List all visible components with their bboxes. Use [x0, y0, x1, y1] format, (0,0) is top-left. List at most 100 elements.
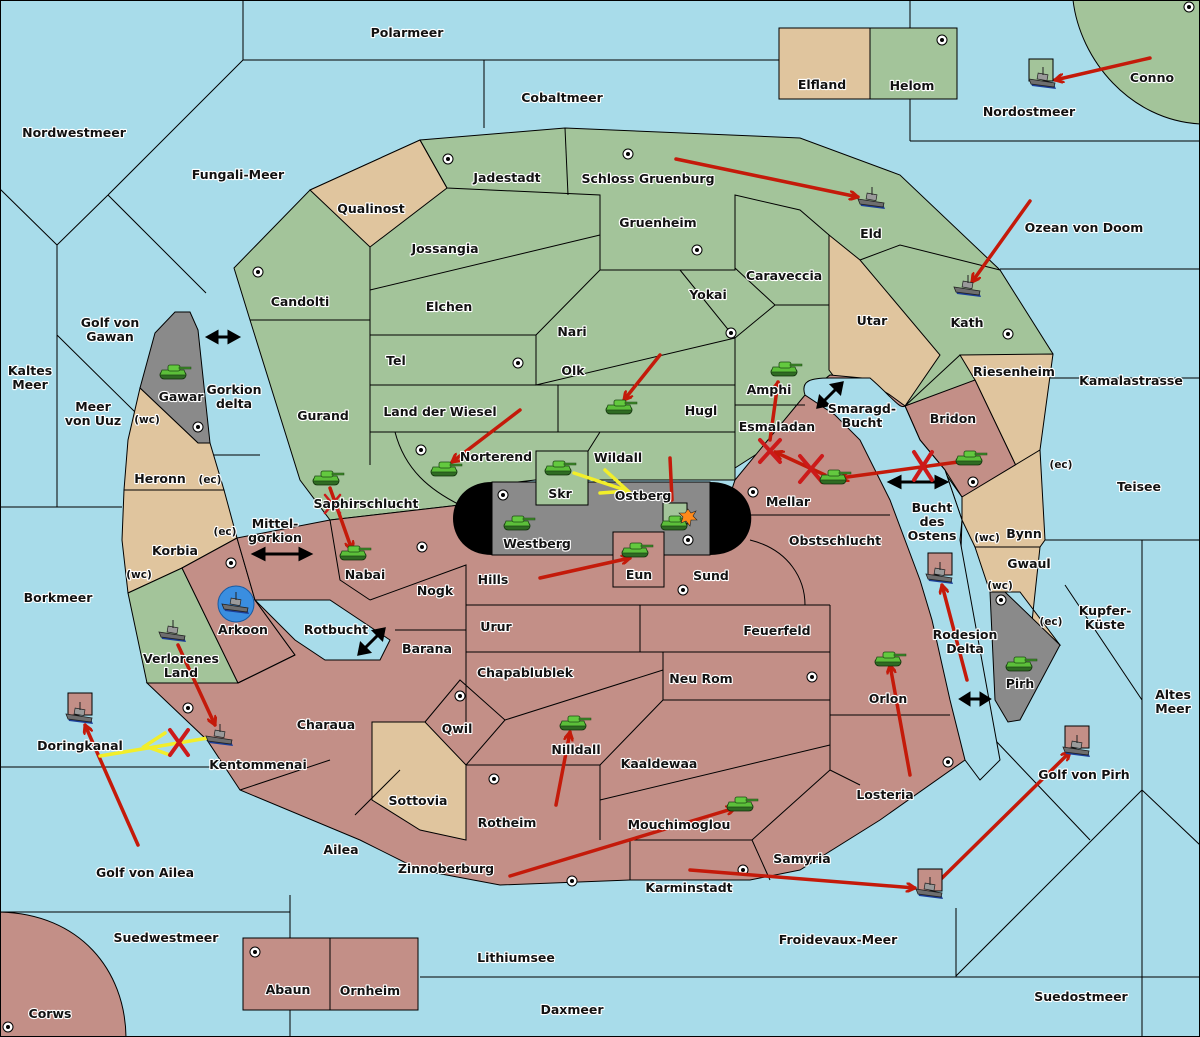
- move-order-arrow: [554, 732, 570, 807]
- label-gurand: Gurand: [297, 408, 349, 423]
- coast-tag-gwaul-wc: (wc): [987, 580, 1013, 592]
- failed-order-x-icon: [758, 438, 782, 464]
- support-order-line: [98, 736, 210, 758]
- supply-center-icon: [1183, 1, 1195, 13]
- supply-center-icon: [415, 444, 427, 456]
- label-suedwestmeer: Suedwestmeer: [114, 930, 220, 945]
- label-kaaldewaa: Kaaldewaa: [621, 756, 698, 771]
- move-order-arrow: [775, 452, 827, 477]
- province-skr[interactable]: [535, 450, 589, 506]
- label-wildall: Wildall: [594, 450, 642, 465]
- label-gwaul: Gwaul: [1007, 556, 1050, 571]
- label-conno: Conno: [1130, 70, 1175, 85]
- sea-rotbucht[interactable]: [253, 599, 391, 661]
- label-zinnoberburg: Zinnoberburg: [398, 861, 494, 876]
- label-ailea: Ailea: [323, 842, 358, 857]
- label-hugl: Hugl: [685, 403, 718, 418]
- label-froidevaux-meer: Froidevaux-Meer: [779, 932, 898, 947]
- label-fungali-meer: Fungali-Meer: [192, 167, 285, 182]
- label-kentommenai: Kentommenai: [209, 757, 307, 772]
- label-kaltes-meer-2: Meer: [12, 377, 48, 392]
- label-nordwestmeer: Nordwestmeer: [22, 125, 127, 140]
- supply-center-icon: [936, 34, 948, 46]
- label-lithiumsee: Lithiumsee: [477, 950, 555, 965]
- province-borders: [237, 127, 1001, 881]
- move-order-arrow: [452, 408, 522, 462]
- label-samyria: Samyria: [773, 851, 831, 866]
- label-ornheim: Ornheim: [340, 983, 400, 998]
- label-candolti: Candolti: [271, 294, 330, 309]
- label-bucht-des-ostens-1: Bucht: [912, 500, 953, 515]
- supply-center-icon: [1002, 328, 1014, 340]
- coast-tag-gawar-wc: (wc): [134, 414, 160, 426]
- supply-center-icon: [252, 266, 264, 278]
- label-hills: Hills: [478, 572, 509, 587]
- label-tel: Tel: [386, 353, 406, 368]
- move-order-arrow: [85, 725, 140, 847]
- label-corws: Corws: [29, 1006, 72, 1021]
- label-eun: Eun: [626, 567, 652, 582]
- label-barana: Barana: [402, 641, 452, 656]
- label-rotheim: Rotheim: [478, 815, 537, 830]
- label-sottovia: Sottovia: [389, 793, 448, 808]
- label-qwil: Qwil: [442, 721, 473, 736]
- impassable-cap-east: [710, 482, 752, 555]
- supply-center-icon: [416, 541, 428, 553]
- label-nari: Nari: [557, 324, 586, 339]
- region-south-rose: [145, 374, 966, 886]
- battle-explosion-icon: [678, 508, 698, 527]
- move-order-arrow: [538, 558, 630, 580]
- label-neu-rom: Neu Rom: [669, 671, 732, 686]
- order-arrows: [85, 56, 1152, 888]
- label-karminstadt: Karminstadt: [645, 880, 732, 895]
- label-elchen: Elchen: [426, 299, 473, 314]
- label-kaltes-meer-1: Kaltes: [8, 363, 52, 378]
- label-golf-von-gawan-2: Gawan: [86, 329, 134, 344]
- label-mouchimoglou: Mouchimoglou: [628, 817, 731, 832]
- supply-center-icon: [677, 584, 689, 596]
- label-mittel-gorkion-1: Mittel-: [252, 516, 299, 531]
- supply-center-icon: [225, 557, 237, 569]
- label-nabai: Nabai: [345, 567, 386, 582]
- supply-center-icon: [967, 476, 979, 488]
- label-eld: Eld: [860, 226, 882, 241]
- label-olk: Olk: [561, 363, 585, 378]
- support-order-line: [572, 471, 630, 493]
- supply-center-icon: [622, 148, 634, 160]
- label-golf-von-ailea: Golf von Ailea: [96, 865, 194, 880]
- supply-center-icon: [942, 756, 954, 768]
- label-korbia: Korbia: [152, 543, 198, 558]
- supply-center-icon: [497, 489, 509, 501]
- label-suedostmeer: Suedostmeer: [1034, 989, 1128, 1004]
- label-urur: Urur: [480, 619, 512, 634]
- label-losteria: Losteria: [856, 787, 913, 802]
- supply-center-icon: [725, 327, 737, 339]
- supply-center-icon: [182, 702, 194, 714]
- supply-center-icon: [2, 1021, 14, 1033]
- move-order-arrow: [890, 665, 912, 777]
- label-bridon: Bridon: [930, 411, 976, 426]
- label-polarmeer: Polarmeer: [371, 25, 445, 40]
- coast-tag-heronn-ec: (ec): [199, 474, 222, 486]
- label-kath: Kath: [951, 315, 984, 330]
- coast-tag-korbia-wc: (wc): [126, 569, 152, 581]
- label-borkmeer: Borkmeer: [24, 590, 94, 605]
- province-ornheim[interactable]: [329, 937, 419, 1011]
- label-nogk: Nogk: [417, 583, 454, 598]
- label-jossangia: Jossangia: [410, 241, 478, 256]
- label-mittel-gorkion-2: gorkion: [248, 530, 302, 545]
- label-rodesion-delta-1: Rodesion: [933, 627, 998, 642]
- province-corws[interactable]: [0, 911, 127, 1037]
- move-order-arrow: [838, 460, 960, 478]
- label-doringkanal: Doringkanal: [37, 738, 123, 753]
- move-order-arrow: [624, 353, 662, 400]
- label-sund: Sund: [693, 568, 729, 583]
- label-smaragd-bucht-2: Bucht: [842, 415, 883, 430]
- label-nilldall: Nilldall: [551, 742, 600, 757]
- sea-smaragd-bucht[interactable]: [803, 377, 1001, 781]
- label-golf-von-pirh: Golf von Pirh: [1038, 767, 1129, 782]
- label-meer-von-uuz-2: von Uuz: [65, 413, 121, 428]
- label-helom: Helom: [890, 78, 935, 93]
